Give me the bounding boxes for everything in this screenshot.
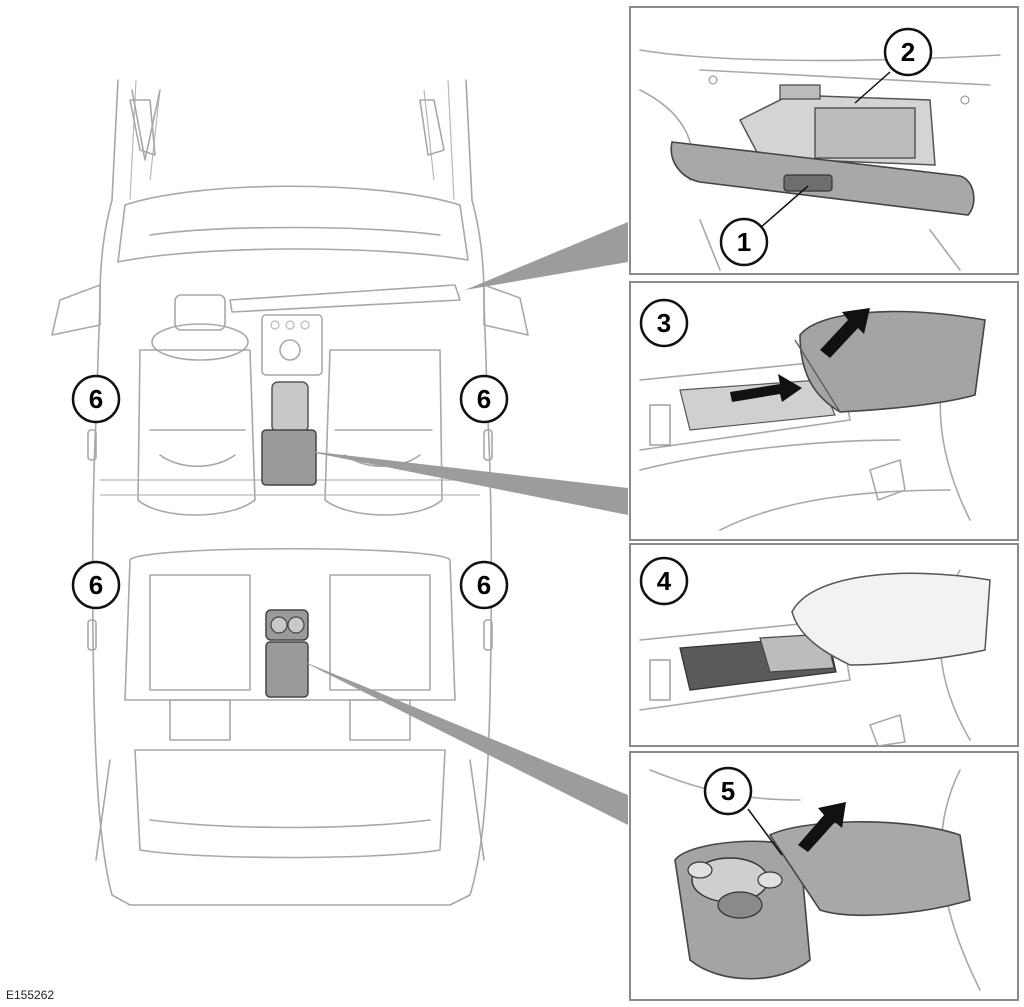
front-armrest-box — [271, 381, 309, 433]
callout-3: 3 — [639, 298, 689, 348]
lift-arrow-icon — [798, 802, 846, 852]
image-code: E155262 — [6, 988, 55, 1002]
armrest-storage-panel — [629, 543, 1019, 747]
callout-1: 1 — [719, 217, 769, 267]
callout-6-front-left: 6 — [71, 374, 121, 424]
lift-arrow-icon — [820, 308, 870, 358]
svg-text:6: 6 — [477, 570, 491, 600]
svg-text:5: 5 — [721, 776, 735, 806]
callout-6-rear-left: 6 — [71, 560, 121, 610]
front-armrest-panel — [629, 281, 1019, 541]
svg-text:1: 1 — [737, 227, 751, 257]
svg-text:3: 3 — [657, 308, 671, 338]
front-console-box — [261, 429, 317, 486]
glovebox-panel — [629, 6, 1019, 275]
svg-text:6: 6 — [477, 384, 491, 414]
vehicle-top-view — [51, 79, 529, 906]
callout-5: 5 — [703, 766, 753, 816]
svg-text:6: 6 — [89, 384, 103, 414]
callout-markers: 1 2 3 4 5 6 6 6 — [71, 27, 933, 816]
slide-arrow-icon — [730, 374, 802, 402]
callout-6-rear-right: 6 — [459, 560, 509, 610]
svg-text:6: 6 — [89, 570, 103, 600]
svg-text:4: 4 — [657, 566, 672, 596]
rear-armrest — [265, 641, 309, 698]
pointer-lines — [300, 222, 628, 825]
callout-6-front-right: 6 — [459, 374, 509, 424]
callout-2: 2 — [883, 27, 933, 77]
svg-text:2: 2 — [901, 37, 915, 67]
callout-4: 4 — [639, 556, 689, 606]
rear-armrest-panel — [629, 751, 1019, 1001]
